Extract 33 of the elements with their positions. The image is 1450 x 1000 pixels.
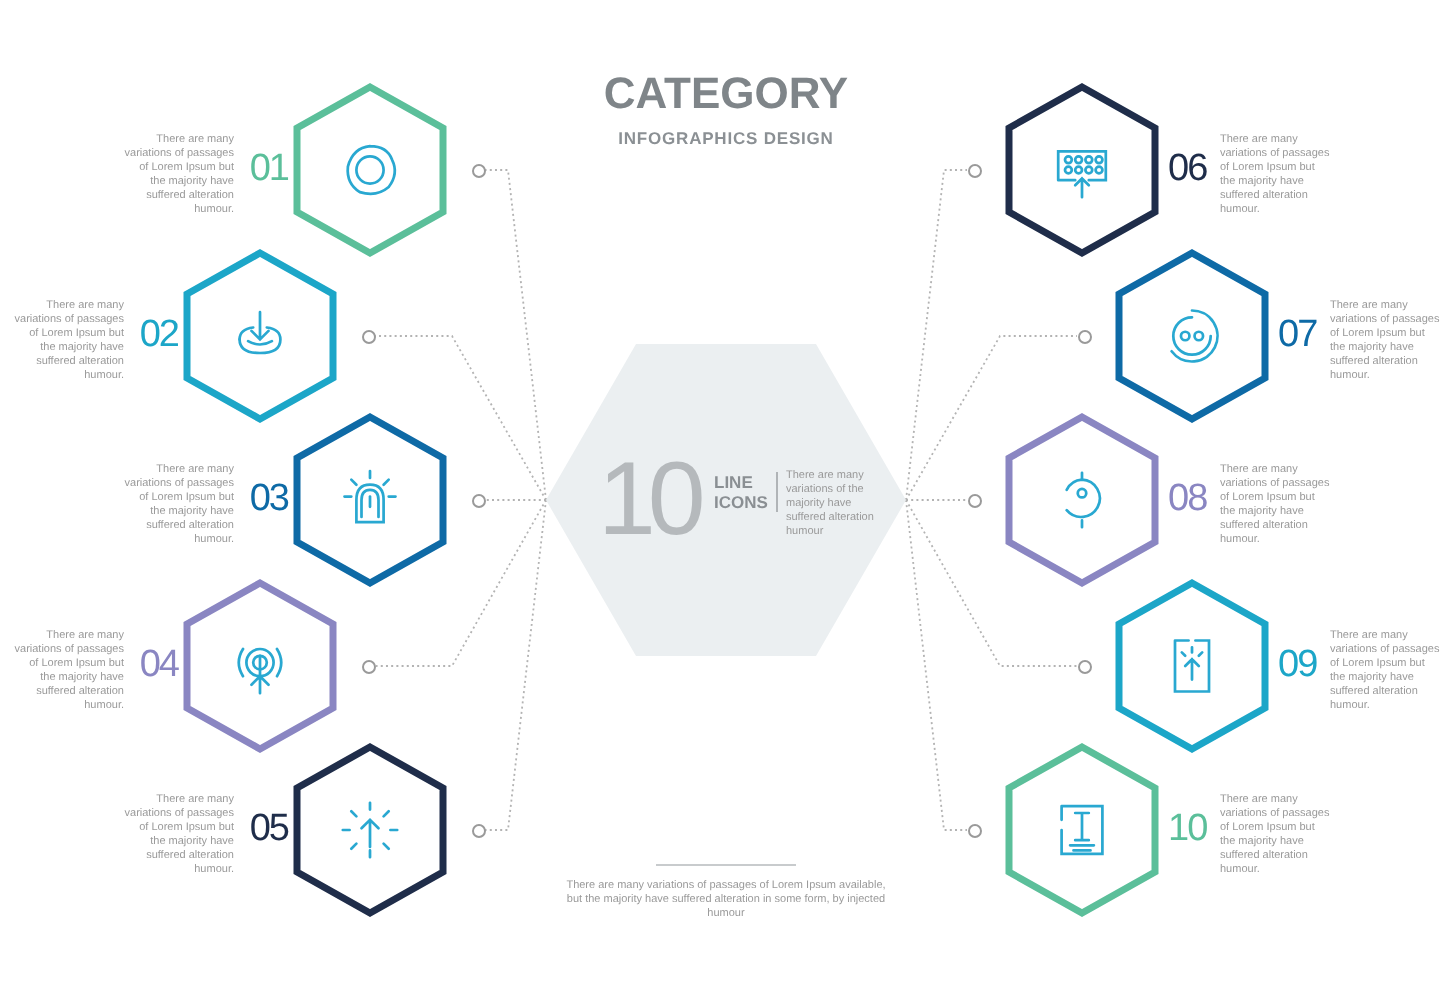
dotted-connector [905, 499, 1078, 667]
connector-dot [1077, 329, 1091, 343]
step-number: 04 [137, 644, 178, 688]
dotted-connector [905, 499, 968, 831]
dotted-connector [905, 335, 1078, 501]
heading-text: LINE ICONS [714, 472, 770, 512]
dotted-connector [905, 499, 968, 501]
step-number: 10 [1168, 808, 1209, 852]
connector-dot [471, 823, 485, 837]
connector-dot [471, 493, 485, 507]
connector-dot [361, 659, 375, 673]
dotted-connector [484, 499, 547, 831]
step-number: 05 [247, 808, 288, 852]
connector-dot [471, 163, 485, 177]
title: CATEGORY [601, 68, 851, 120]
connector-dot [361, 329, 375, 343]
dotted-connector [374, 499, 547, 667]
step-number: 03 [247, 478, 288, 522]
connector-dot [1077, 659, 1091, 673]
step-number: 08 [1168, 478, 1209, 522]
step-number: 06 [1168, 148, 1209, 192]
connector-dot [967, 823, 981, 837]
step-number: 01 [247, 148, 288, 192]
connector-dot [967, 163, 981, 177]
dotted-connector [484, 169, 547, 501]
dotted-connector [905, 169, 968, 501]
connector-dot [967, 493, 981, 507]
step-number: 09 [1278, 644, 1319, 688]
dotted-connector [374, 335, 547, 501]
subtitle: INFOGRAPHICS DESIGN [616, 128, 836, 150]
step-number: 02 [137, 314, 178, 358]
step-number: 07 [1278, 314, 1319, 358]
dotted-connector [484, 499, 547, 501]
